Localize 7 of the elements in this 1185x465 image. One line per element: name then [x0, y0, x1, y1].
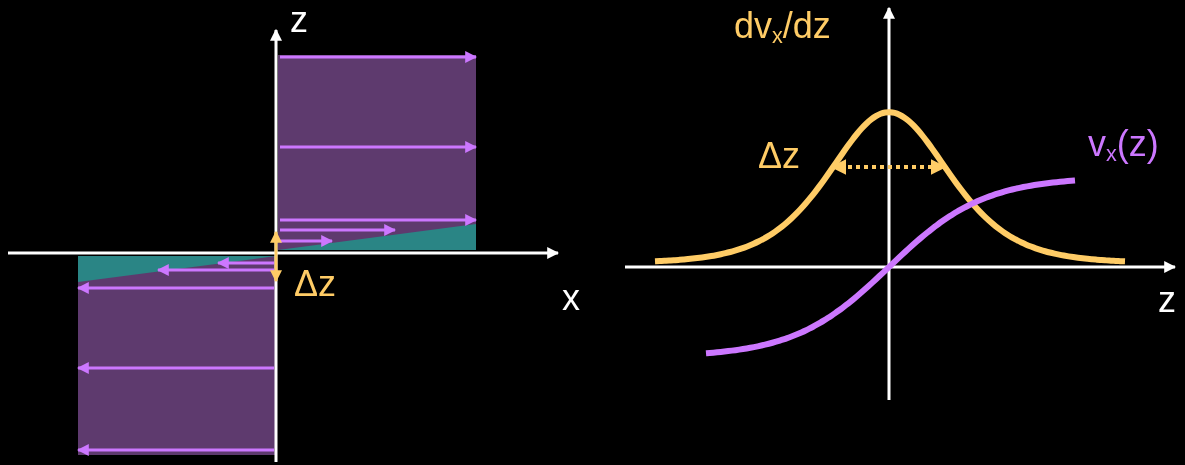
axis-label: x [562, 280, 580, 316]
axis-label: z [290, 2, 308, 38]
dimension-label: Δz [758, 138, 801, 174]
dimension-label: Δz [294, 266, 337, 302]
axis-label: z [1158, 282, 1176, 318]
curve-label: dv$_{x}$/dz [734, 8, 831, 47]
curve-label: v$_{x}$(z) [1088, 126, 1159, 165]
